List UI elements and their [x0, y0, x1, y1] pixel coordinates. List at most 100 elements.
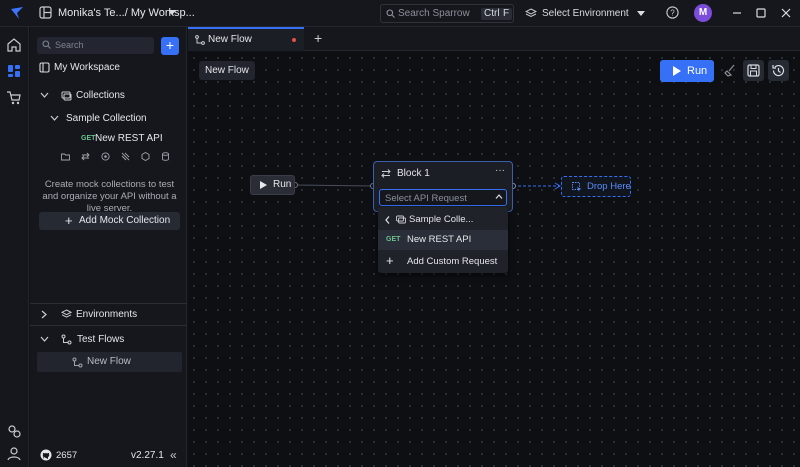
- flow-icon: [61, 334, 72, 345]
- block-node[interactable]: Block 1 ··· Select API Request: [373, 161, 513, 212]
- plus-icon: +: [386, 253, 394, 268]
- run-button[interactable]: Run: [660, 60, 714, 82]
- more-options-icon[interactable]: ···: [495, 165, 505, 176]
- title-bar: Monika's Te.../ My Worksp... Search Spar…: [0, 0, 800, 27]
- activity-rail: [0, 27, 29, 467]
- add-mock-collection-label: Add Mock Collection: [79, 215, 171, 226]
- new-tab-button[interactable]: +: [314, 30, 323, 46]
- run-node-label: Run: [273, 179, 292, 190]
- workspace-title: My Workspace: [54, 62, 120, 73]
- sparrow-logo-icon: [10, 6, 24, 20]
- flow-canvas[interactable]: New Flow Run Run Block 1 ··· Select API …: [188, 52, 800, 467]
- collections-rail-icon[interactable]: [6, 63, 22, 79]
- shortcut-ctrl-key: Ctrl: [481, 8, 503, 20]
- divider: [30, 325, 187, 326]
- drop-target-icon: [572, 182, 582, 192]
- play-icon: [673, 66, 681, 76]
- environments-section[interactable]: Environments: [30, 306, 187, 324]
- flow-name-field[interactable]: New Flow: [199, 61, 255, 80]
- help-icon[interactable]: ?: [666, 6, 679, 19]
- history-button[interactable]: [768, 60, 789, 81]
- settings-icon[interactable]: [6, 423, 22, 439]
- graphql-icon[interactable]: [121, 152, 130, 161]
- dropdown-request-name: New REST API: [407, 234, 472, 245]
- search-icon: [42, 40, 51, 49]
- database-icon[interactable]: [161, 152, 170, 161]
- sidebar: Search + My Workspace Collections Sample…: [30, 27, 187, 467]
- swap-icon[interactable]: [81, 152, 90, 161]
- collections-icon: [396, 215, 406, 224]
- flow-item-label: New Flow: [87, 356, 131, 367]
- tab-new-flow[interactable]: New Flow: [188, 27, 304, 51]
- start-run-node[interactable]: Run: [250, 175, 295, 195]
- drop-here-zone[interactable]: Drop Here: [561, 176, 631, 197]
- plugin-icon[interactable]: [141, 152, 150, 161]
- drop-here-label: Drop Here: [587, 181, 631, 192]
- chevron-left-icon: [385, 216, 390, 224]
- environments-icon: [61, 309, 72, 320]
- add-custom-request-label: Add Custom Request: [407, 256, 498, 267]
- add-button[interactable]: +: [161, 37, 179, 55]
- add-mock-collection-button[interactable]: + Add Mock Collection: [39, 212, 180, 230]
- test-flows-section[interactable]: Test Flows: [30, 331, 187, 349]
- request-item[interactable]: GET New REST API: [30, 130, 187, 148]
- test-flows-label: Test Flows: [77, 334, 125, 345]
- request-name: New REST API: [95, 133, 163, 144]
- method-badge: GET: [386, 236, 401, 243]
- chevron-right-icon: [41, 310, 52, 321]
- close-icon[interactable]: [779, 6, 793, 20]
- save-button[interactable]: [743, 60, 764, 81]
- shortcut-f-key: F: [500, 8, 513, 20]
- dropdown-request-item[interactable]: GET New REST API: [378, 230, 508, 250]
- chevron-down-icon: [50, 115, 61, 126]
- environment-icon: [525, 8, 537, 19]
- collapse-sidebar-button[interactable]: «: [170, 448, 177, 462]
- play-icon: [260, 181, 267, 189]
- flow-name: New Flow: [205, 65, 249, 76]
- add-folder-icon[interactable]: [61, 152, 70, 161]
- collections-section[interactable]: Collections: [30, 87, 187, 105]
- flow-icon: [195, 35, 205, 45]
- sample-collection-label: Sample Collection: [66, 113, 147, 124]
- collection-actions: [61, 152, 171, 164]
- socket-icon[interactable]: [101, 152, 110, 161]
- sidebar-search-placeholder: Search: [55, 40, 84, 50]
- search-placeholder: Search Sparrow: [398, 8, 470, 19]
- run-button-label: Run: [687, 65, 708, 77]
- environments-label: Environments: [76, 309, 138, 320]
- minimize-icon[interactable]: [730, 6, 744, 20]
- collections-label: Collections: [76, 90, 125, 101]
- flow-item-new-flow[interactable]: New Flow: [37, 352, 182, 372]
- flow-icon: [72, 357, 83, 368]
- cart-icon[interactable]: [6, 90, 22, 106]
- maximize-icon[interactable]: [754, 6, 768, 20]
- divider: [30, 303, 187, 304]
- user-avatar[interactable]: M: [694, 4, 712, 22]
- workspace-icon[interactable]: [39, 6, 52, 19]
- add-custom-request-item[interactable]: + Add Custom Request: [378, 252, 508, 272]
- plus-icon: +: [65, 213, 73, 228]
- swap-icon: [381, 169, 391, 178]
- caret-down-icon[interactable]: [168, 10, 176, 15]
- github-icon[interactable]: [40, 449, 52, 461]
- clear-button[interactable]: [720, 60, 741, 81]
- home-icon[interactable]: [6, 37, 22, 53]
- user-profile-icon[interactable]: [6, 446, 22, 462]
- api-request-select[interactable]: Select API Request: [379, 189, 507, 206]
- global-search-input[interactable]: Search Sparrow Ctrl F: [380, 4, 514, 23]
- sidebar-footer: 2657 v2.27.1 «: [30, 445, 187, 467]
- sidebar-search-input[interactable]: Search: [37, 37, 154, 54]
- dropdown-collection-label: Sample Colle...: [409, 214, 474, 225]
- chevron-up-icon: [495, 194, 503, 199]
- environment-select[interactable]: Select Environment: [522, 4, 648, 23]
- dropdown-back-item[interactable]: Sample Colle...: [378, 210, 508, 230]
- svg-text:?: ?: [670, 8, 675, 17]
- chevron-down-icon: [40, 92, 51, 103]
- unsaved-indicator: [292, 38, 296, 42]
- workspace-header[interactable]: My Workspace: [30, 59, 187, 77]
- github-stars: 2657: [56, 450, 78, 461]
- sample-collection-item[interactable]: Sample Collection: [30, 110, 187, 128]
- caret-down-icon: [637, 11, 645, 16]
- method-badge: GET: [81, 135, 96, 142]
- workspace-switcher[interactable]: Monika's Te.../ My Worksp...: [58, 7, 195, 19]
